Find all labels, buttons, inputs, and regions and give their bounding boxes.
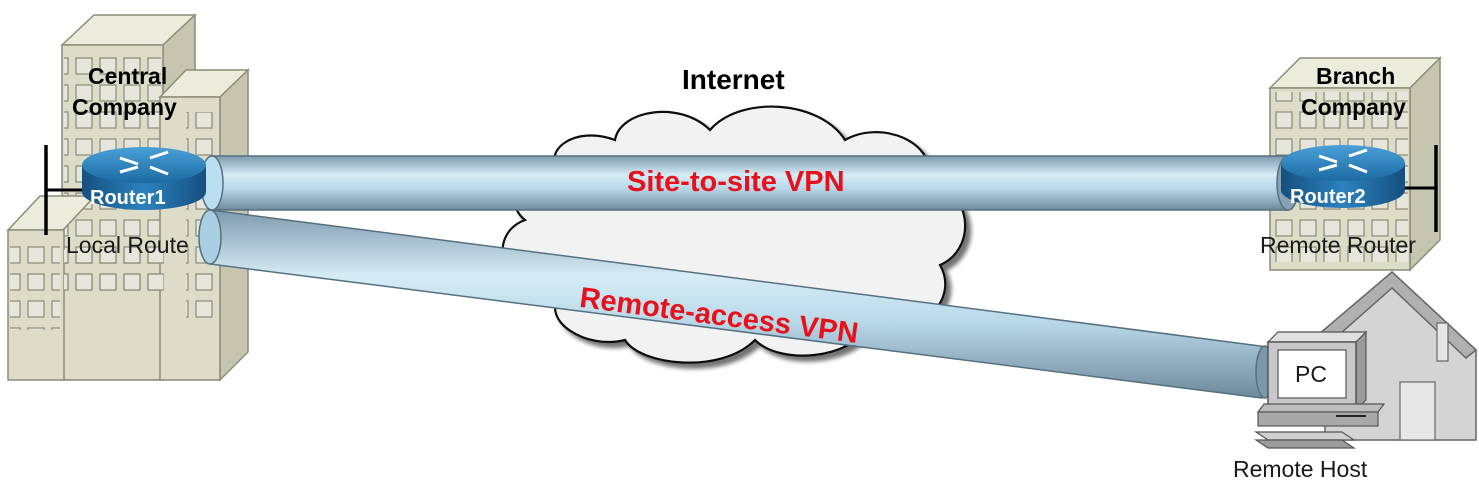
remote-host-caption: Remote Host bbox=[1233, 456, 1368, 482]
site-to-site-vpn-label: Site-to-site VPN bbox=[627, 166, 845, 198]
central-company-label-line2: Company bbox=[72, 94, 177, 120]
branch-company-label-line1: Branch bbox=[1316, 63, 1396, 89]
router1-caption: Local Route bbox=[66, 232, 189, 258]
internet-title: Internet bbox=[682, 64, 785, 95]
router2-label: Router2 bbox=[1290, 186, 1366, 208]
branch-company-label-line2: Company bbox=[1301, 94, 1406, 120]
router1-label: Router1 bbox=[90, 187, 166, 209]
remote-access-vpn-tunnel bbox=[198, 209, 1275, 399]
pc-icon bbox=[1254, 330, 1386, 449]
central-company-label-line1: Central bbox=[88, 63, 168, 89]
router2-icon bbox=[1281, 145, 1405, 208]
pc-screen-label: PC bbox=[1295, 361, 1327, 387]
router2-caption: Remote Router bbox=[1260, 232, 1416, 258]
router1-icon bbox=[82, 147, 206, 210]
